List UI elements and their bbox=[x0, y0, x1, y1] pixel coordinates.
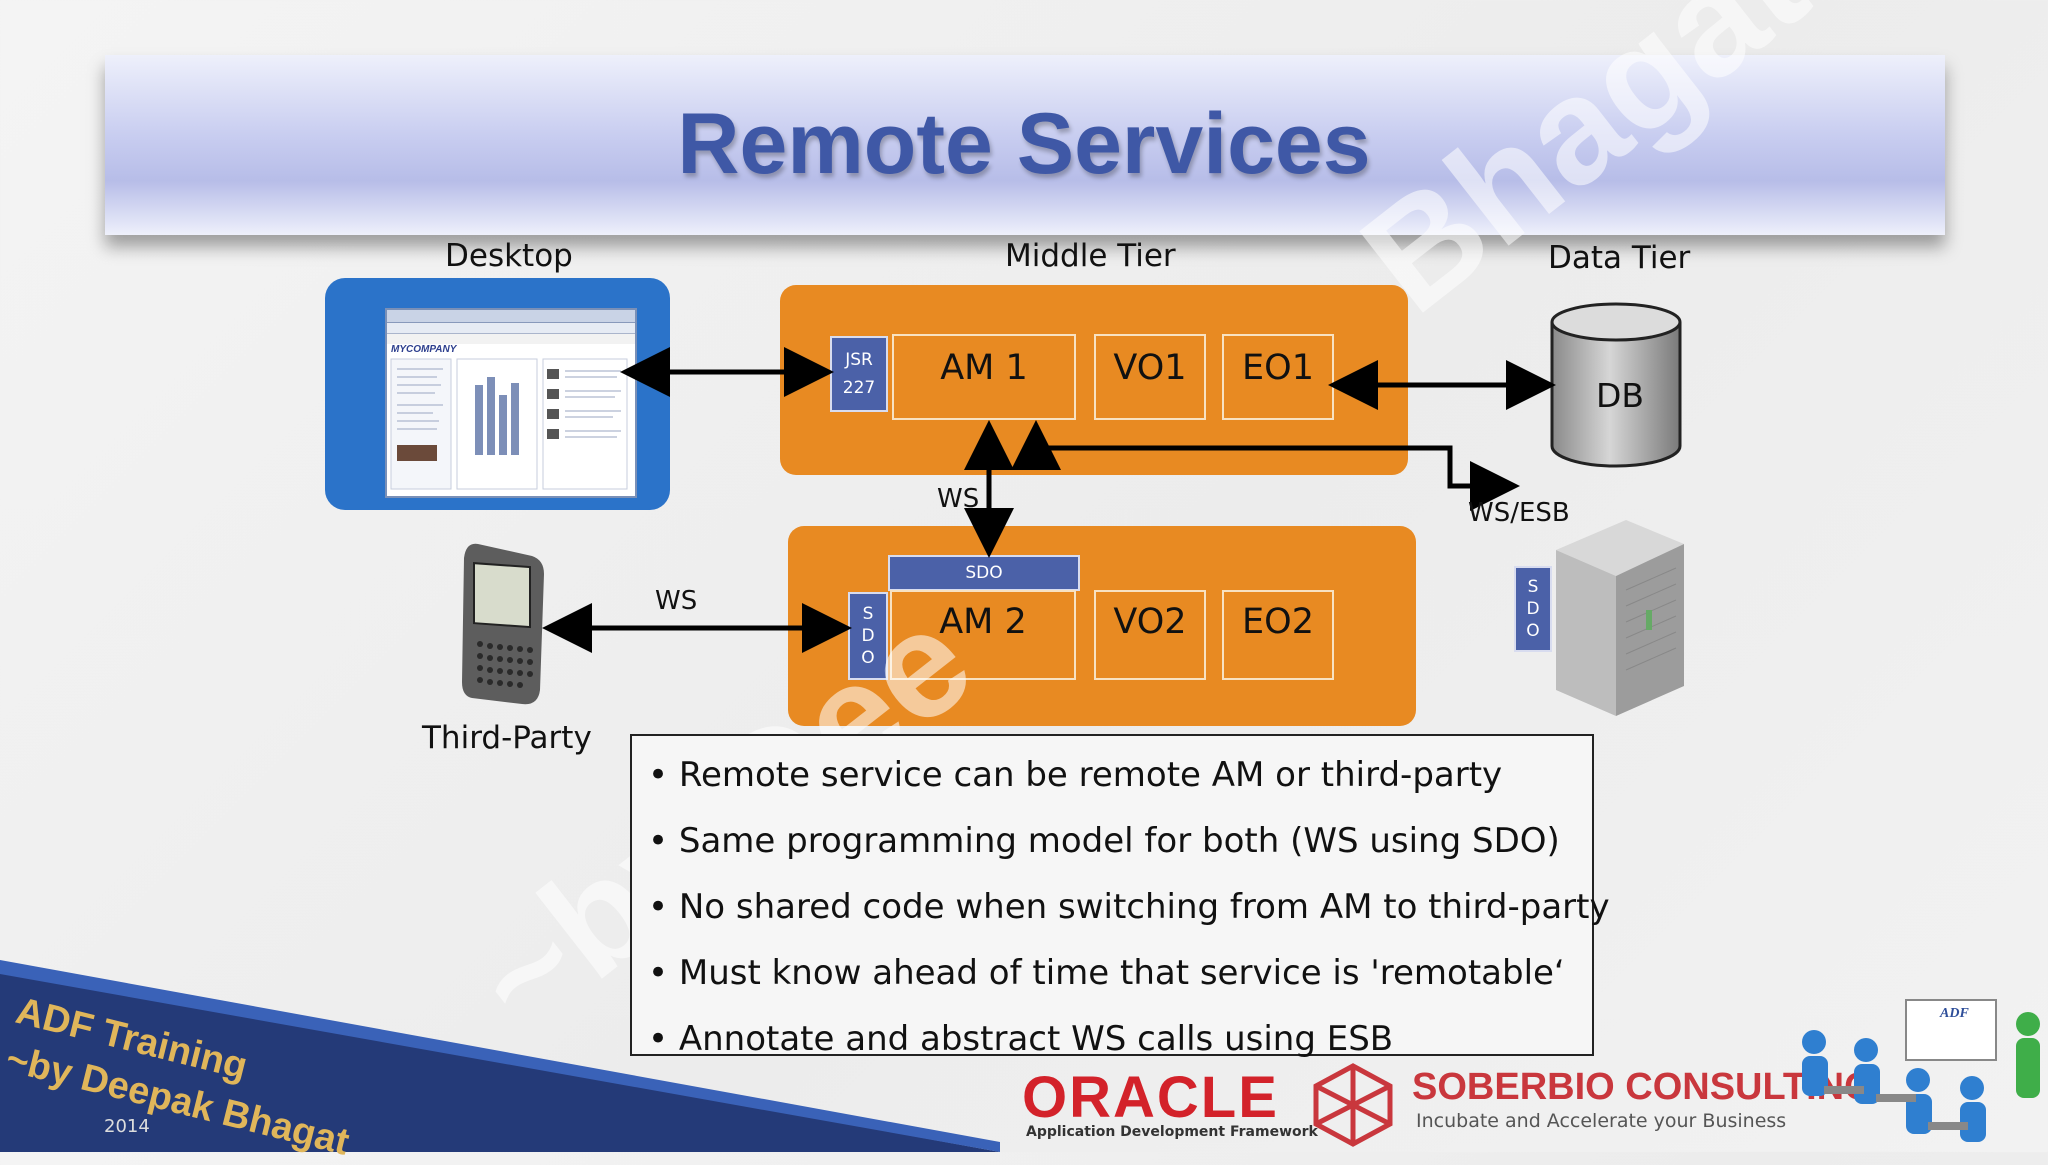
slide-title: Remote Services bbox=[677, 96, 1371, 192]
server-sdo-o: O bbox=[1526, 621, 1540, 641]
note-item: • No shared code when switching from AM … bbox=[648, 887, 1610, 927]
desktop-screenshot: MYCOMPANY bbox=[385, 308, 637, 498]
server-sdo-s: S bbox=[1527, 577, 1539, 597]
database-icon bbox=[1550, 302, 1682, 468]
sdo-letter-s: S bbox=[862, 604, 874, 624]
db-label: DB bbox=[1596, 376, 1645, 415]
mycompany-logo: MYCOMPANY bbox=[391, 344, 457, 355]
notes-box: • Remote service can be remote AM or thi… bbox=[630, 734, 1610, 1059]
note-item: • Must know ahead of time that service i… bbox=[648, 953, 1565, 993]
vo2-box: VO2 bbox=[1094, 590, 1206, 680]
oracle-logo: ORACLE bbox=[1022, 1065, 1279, 1130]
phone-icon bbox=[462, 543, 544, 705]
eo2-box: EO2 bbox=[1222, 590, 1334, 680]
data-tier-label: Data Tier bbox=[1548, 240, 1691, 276]
oracle-subtitle: Application Development Framework bbox=[1026, 1124, 1318, 1140]
am2-box: AM 2 bbox=[890, 590, 1076, 680]
server-icon bbox=[1556, 520, 1684, 716]
ws-label-vertical: WS bbox=[937, 484, 980, 514]
ws-esb-label: WS/ESB bbox=[1468, 498, 1570, 528]
training-year: 2014 bbox=[104, 1116, 150, 1137]
jsr-number: 227 bbox=[842, 378, 876, 398]
title-banner bbox=[105, 55, 1945, 235]
note-item: • Annotate and abstract WS calls using E… bbox=[648, 1019, 1394, 1059]
jsr-label: JSR bbox=[845, 350, 873, 370]
soberbio-tagline: Incubate and Accelerate your Business bbox=[1416, 1110, 1787, 1132]
adf-badge: ADF bbox=[1940, 1006, 1969, 1021]
middle-tier-label: Middle Tier bbox=[1005, 238, 1176, 274]
am1-box: AM 1 bbox=[892, 334, 1076, 420]
sdo-side-box-am2: S D O bbox=[848, 592, 888, 680]
vo1-box: VO1 bbox=[1094, 334, 1206, 420]
screenshot-content bbox=[390, 358, 628, 490]
ws-label-third-party: WS bbox=[655, 586, 698, 616]
soberbio-cube-icon bbox=[1313, 1063, 1393, 1147]
sdo-letter-o: O bbox=[861, 648, 875, 668]
sdo-side-box-server: S D O bbox=[1514, 566, 1552, 652]
sdo-letter-d: D bbox=[861, 626, 875, 646]
note-item: • Remote service can be remote AM or thi… bbox=[648, 755, 1503, 795]
server-sdo-d: D bbox=[1526, 599, 1540, 619]
note-item: • Same programming model for both (WS us… bbox=[648, 821, 1560, 861]
desktop-label: Desktop bbox=[445, 238, 573, 274]
sdo-bar-label: SDO bbox=[965, 563, 1003, 583]
soberbio-name: SOBERBIO CONSULTING bbox=[1412, 1066, 1874, 1108]
third-party-label: Third-Party bbox=[422, 720, 592, 756]
corner-stripe bbox=[0, 960, 1000, 1152]
classroom-illustration bbox=[1802, 999, 2040, 1142]
jsr-227-box: JSR 227 bbox=[830, 336, 888, 412]
